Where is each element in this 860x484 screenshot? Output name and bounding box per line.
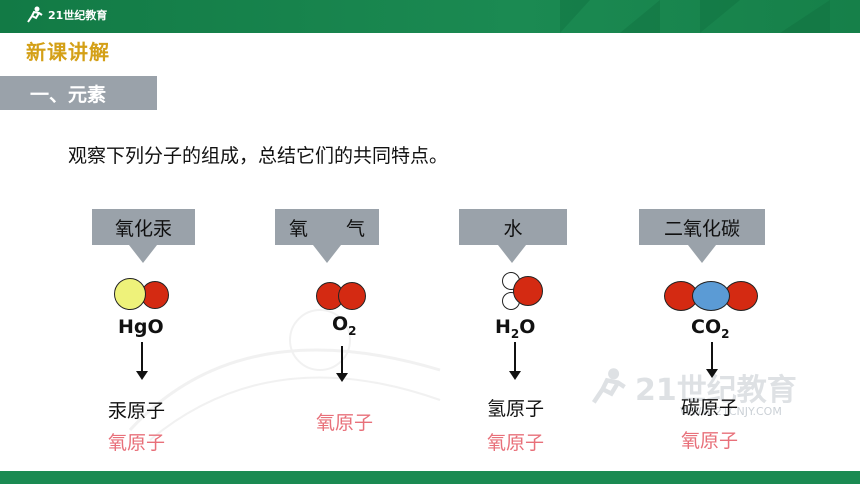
molecule-name: 氧 气 [288,217,365,240]
runner-icon [591,368,626,404]
chemical-formula: CO2 [691,316,730,341]
molecule-name-box: 氧 气 [275,209,379,245]
pointer-arrow [498,245,526,263]
chemical-formula: HgO [118,316,164,338]
background-decoration [120,250,450,450]
atom-label-primary: 汞原子 [108,400,166,422]
watermark-logo: 21世纪教育 [585,365,797,409]
down-arrow [136,342,148,380]
section-label: 一、元素 [30,84,107,106]
molecule-name-box: 二氧化碳 [639,209,765,245]
instruction-text: 观察下列分子的组成，总结它们的共同特点。 [68,145,449,167]
atom-label-primary: 碳原子 [681,397,739,419]
atom-label-primary: 氢原子 [487,398,545,420]
mercury-atom [114,278,146,310]
molecule-name: 水 [503,217,523,240]
molecule-name-box: 氧化汞 [92,209,195,245]
atom-label-oxygen: 氧原子 [108,432,166,454]
molecule-name: 二氧化碳 [663,217,740,240]
atom-label-oxygen: 氧原子 [681,430,739,452]
down-arrow [509,342,521,380]
bottom-banner [0,471,860,484]
pointer-arrow [688,245,716,263]
carbon-atom [692,281,730,311]
watermark-url: WWW.21CNJY.COM [680,405,782,418]
oxygen-atom [338,282,366,310]
atom-label-oxygen: 氧原子 [487,432,545,454]
down-arrow [336,346,348,382]
top-banner [0,0,860,33]
brand-logo: 21世纪教育 [24,6,107,24]
atom-label-oxygen: 氧原子 [316,412,374,434]
pointer-arrow [129,245,157,263]
molecule-name-box: 水 [459,209,567,245]
down-arrow [706,342,718,378]
logo-text: 21世纪教育 [48,9,108,22]
chemical-formula: O2 [332,313,357,338]
chemical-formula: H2O [495,316,536,341]
oxygen-atom [513,276,543,306]
watermark-text: 21世纪教育 [635,373,797,408]
pointer-arrow [313,245,341,263]
molecule-name: 氧化汞 [114,217,172,240]
section-box [0,76,157,110]
runner-icon [27,6,43,23]
page-title: 新课讲解 [26,40,110,64]
